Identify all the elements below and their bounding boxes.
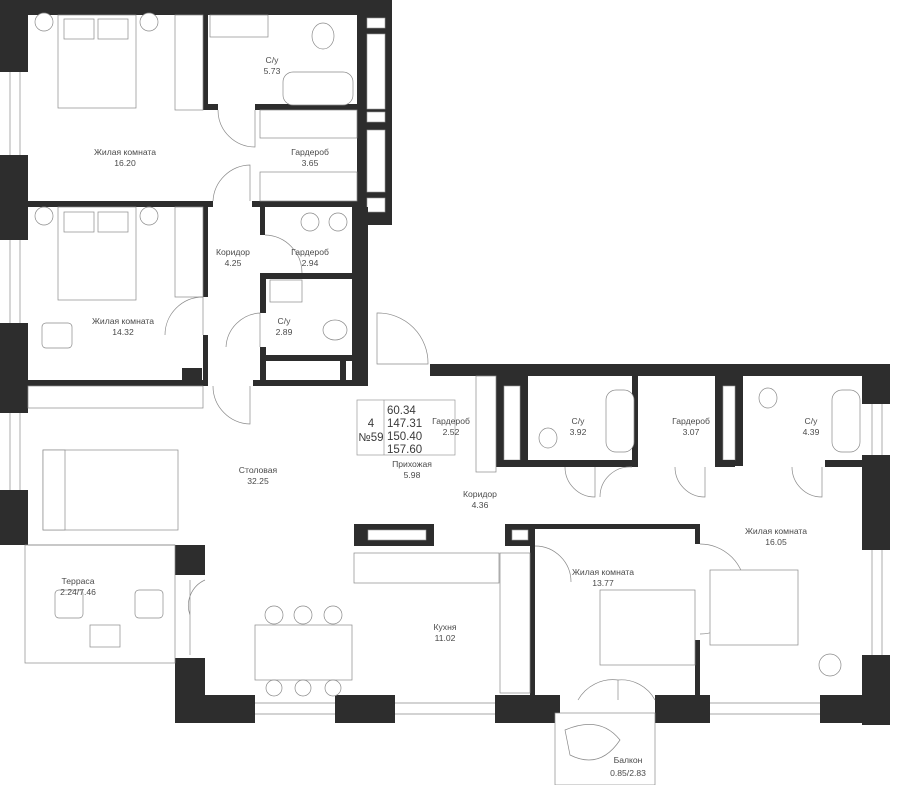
room-area: 32.25 bbox=[247, 476, 269, 486]
toilet-icon bbox=[538, 427, 558, 449]
room-name: Гардероб bbox=[672, 416, 710, 426]
room-name: Прихожая bbox=[392, 459, 432, 469]
room-name: Терраса bbox=[62, 576, 95, 586]
room-labels: Жилая комната 16.20 С/у 5.73 Гардероб 3.… bbox=[60, 55, 820, 778]
room-name: Гардероб bbox=[432, 416, 470, 426]
room-name: Столовая bbox=[239, 465, 278, 475]
room-name: Жилая комната bbox=[745, 526, 807, 536]
room-area: 13.77 bbox=[592, 578, 614, 588]
room-area: 2.24/7.46 bbox=[60, 587, 96, 597]
area-value: 147.31 bbox=[387, 418, 422, 430]
room-area: 0.85/2.83 bbox=[610, 768, 646, 778]
lounger-icon bbox=[564, 724, 621, 761]
area-value: 157.60 bbox=[387, 444, 422, 456]
bed-icon bbox=[709, 569, 799, 646]
room-name: Жилая комната bbox=[94, 147, 156, 157]
bathtub-icon bbox=[831, 389, 861, 453]
room-area: 2.89 bbox=[276, 327, 293, 337]
room-area: 11.02 bbox=[435, 633, 456, 643]
room-name: С/у bbox=[572, 416, 586, 426]
bathtub-icon bbox=[282, 71, 354, 106]
room-name: С/у bbox=[278, 316, 292, 326]
room-area: 2.52 bbox=[443, 427, 460, 437]
room-area: 4.25 bbox=[225, 258, 242, 268]
room-name: С/у bbox=[805, 416, 819, 426]
toilet-icon bbox=[311, 22, 335, 50]
toilet-icon bbox=[758, 387, 778, 409]
armchair-icon bbox=[54, 589, 84, 619]
toilet-icon bbox=[322, 319, 348, 341]
room-name: Жилая комната bbox=[572, 567, 634, 577]
room-name: Гардероб bbox=[291, 247, 329, 257]
chair-icon bbox=[41, 322, 73, 349]
room-area: 14.32 bbox=[112, 327, 134, 337]
room-area: 4.36 bbox=[472, 500, 489, 510]
bed-icon bbox=[599, 589, 696, 666]
room-name: Жилая комната bbox=[92, 316, 154, 326]
room-area: 3.92 bbox=[570, 427, 587, 437]
bathtub-icon bbox=[605, 389, 635, 453]
room-area: 3.07 bbox=[683, 427, 700, 437]
room-name: Коридор bbox=[463, 489, 497, 499]
room-area: 4.39 bbox=[803, 427, 820, 437]
apartment-info-box: 4 №59 60.34 147.31 150.40 157.60 bbox=[356, 399, 456, 456]
area-value: 150.40 bbox=[387, 431, 422, 443]
room-area: 2.94 bbox=[302, 258, 319, 268]
kitchen-counter bbox=[353, 552, 500, 584]
room-area: 16.20 bbox=[114, 158, 136, 168]
room-name: Коридор bbox=[216, 247, 250, 257]
room-area: 5.98 bbox=[404, 470, 421, 480]
room-name: Кухня bbox=[434, 622, 457, 632]
apartment-number: №59 bbox=[358, 432, 383, 444]
room-name: Балкон bbox=[614, 755, 643, 765]
dining-table-icon bbox=[254, 624, 353, 681]
sofa-icon bbox=[42, 449, 179, 531]
room-area: 16.05 bbox=[765, 537, 787, 547]
armchair-icon bbox=[134, 589, 164, 619]
area-value: 60.34 bbox=[387, 405, 416, 417]
room-area: 5.73 bbox=[264, 66, 281, 76]
rooms-count: 4 bbox=[368, 418, 375, 430]
room-name: Гардероб bbox=[291, 147, 329, 157]
room-name: С/у bbox=[266, 55, 280, 65]
furniture bbox=[34, 12, 861, 761]
plant-icon bbox=[818, 653, 842, 677]
doors bbox=[164, 109, 823, 701]
room-area: 3.65 bbox=[302, 158, 319, 168]
